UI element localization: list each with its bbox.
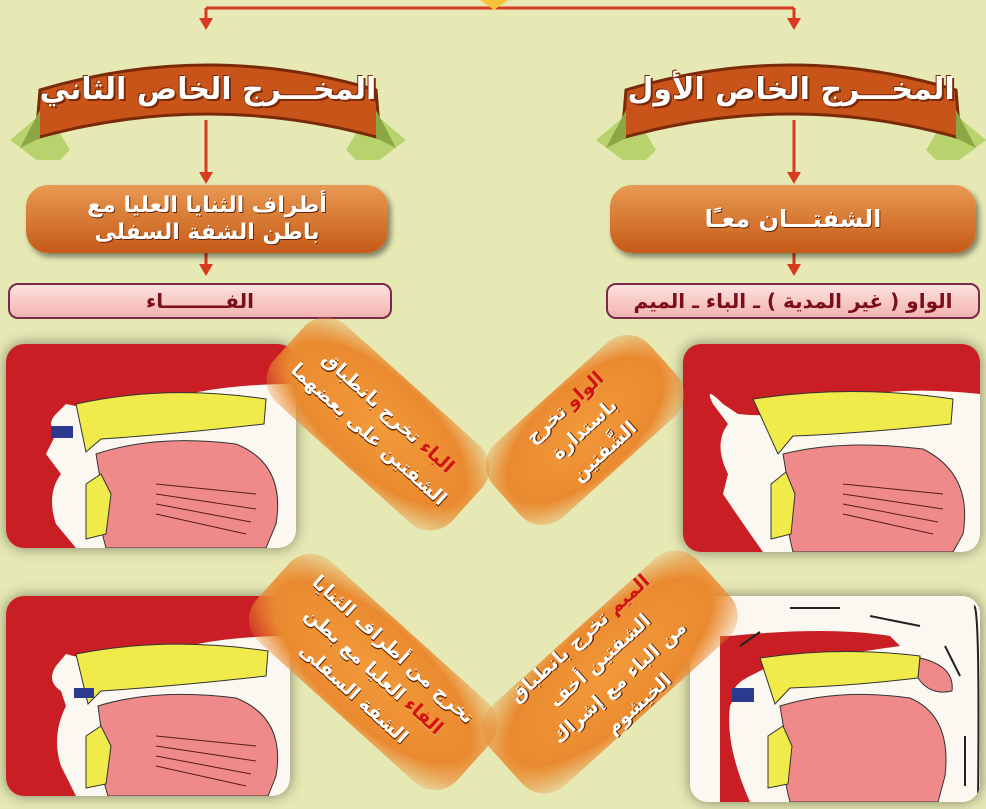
banner-first-title: المخـــرج الخاص الأول xyxy=(596,72,986,107)
banner-second-title: المخـــرج الخاص الثاني xyxy=(10,72,406,107)
mouth-section-icon xyxy=(6,344,296,548)
letter-strip-first: الواو ( غير المدية ) ـ الباء ـ الميم xyxy=(606,283,980,319)
mouth-section-icon xyxy=(683,344,980,552)
place-box-second-line1: أطراف الثنايا العليا مع xyxy=(87,192,327,220)
place-box-first: الشفتـــان معـًا xyxy=(610,185,976,253)
mouth-section-icon xyxy=(6,596,290,796)
place-box-second: أطراف الثنايا العليا مع باطن الشفة السفل… xyxy=(26,185,388,253)
banner-first: المخـــرج الخاص الأول xyxy=(596,20,986,160)
place-box-first-label: الشفتـــان معـًا xyxy=(705,205,882,233)
mouth-diagram-waw xyxy=(683,344,980,552)
mouth-diagram-fa xyxy=(6,596,290,796)
banner-second: المخـــرج الخاص الثاني xyxy=(10,20,406,160)
mouth-diagram-ba xyxy=(6,344,296,548)
letter-strip-first-label: الواو ( غير المدية ) ـ الباء ـ الميم xyxy=(634,289,953,313)
place-box-second-line2: باطن الشفة السفلى xyxy=(95,219,320,247)
letter-strip-second-label: الفـــــــــاء xyxy=(146,289,254,313)
letter-strip-second: الفـــــــــاء xyxy=(8,283,392,319)
